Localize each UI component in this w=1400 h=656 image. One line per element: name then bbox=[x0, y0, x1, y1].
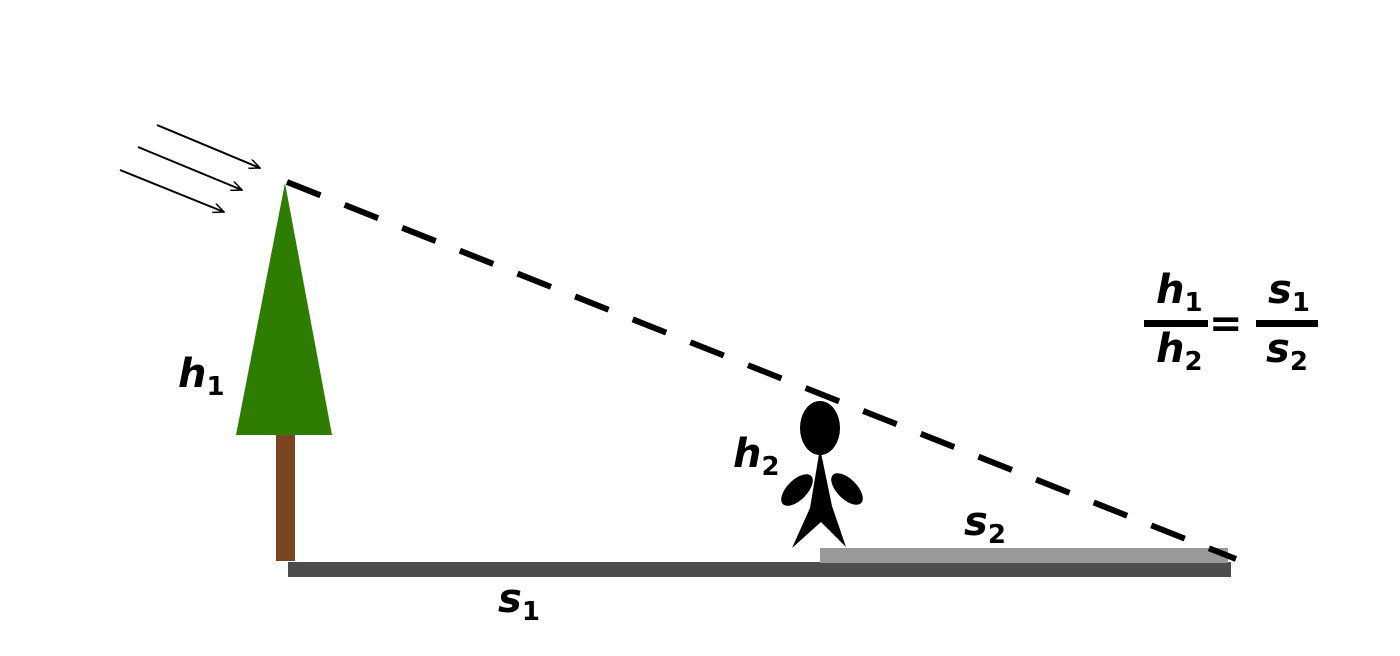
label-s2: s2 bbox=[964, 499, 1006, 550]
label-h2: h2 bbox=[733, 431, 780, 482]
label-h2-sub: 2 bbox=[761, 452, 779, 482]
label-h1-base: h bbox=[178, 351, 206, 397]
sun-rays bbox=[119, 124, 260, 212]
equation-left-numerator: h1 bbox=[1156, 267, 1203, 318]
sunlight-line bbox=[285, 179, 1238, 562]
equation-left-fraction-bar bbox=[1144, 320, 1208, 327]
eq-h2-sub: 2 bbox=[1184, 347, 1202, 377]
eq-h1-sub: 1 bbox=[1184, 288, 1202, 318]
tree bbox=[236, 183, 332, 561]
tree-foliage bbox=[236, 183, 332, 435]
person-shadow-s2 bbox=[820, 548, 1228, 563]
person bbox=[781, 401, 863, 548]
person-head bbox=[800, 401, 840, 455]
eq-h1-base: h bbox=[1156, 267, 1184, 313]
eq-s2-base: s bbox=[1266, 326, 1290, 372]
label-h2-base: h bbox=[733, 431, 761, 477]
eq-s2-sub: 2 bbox=[1290, 347, 1308, 377]
ground-line-s1 bbox=[288, 562, 1231, 577]
label-s1-base: s bbox=[498, 576, 522, 622]
equation-left-denominator: h2 bbox=[1156, 326, 1203, 377]
label-s1-sub: 1 bbox=[522, 597, 540, 627]
sun-ray-arrow bbox=[137, 146, 242, 190]
eq-s1-base: s bbox=[1268, 267, 1292, 313]
equation-right-numerator: s1 bbox=[1268, 267, 1310, 318]
label-s2-sub: 2 bbox=[988, 520, 1006, 550]
person-body bbox=[792, 448, 846, 548]
label-h1-sub: 1 bbox=[206, 372, 224, 402]
person-left-arm bbox=[781, 474, 813, 506]
equation-equals-sign: = bbox=[1209, 301, 1243, 347]
person-right-arm bbox=[831, 473, 863, 505]
equation-right-denominator: s2 bbox=[1266, 326, 1308, 377]
sun-ray-arrow bbox=[119, 169, 224, 212]
tree-trunk bbox=[276, 433, 295, 561]
eq-s1-sub: 1 bbox=[1292, 288, 1310, 318]
label-s1: s1 bbox=[498, 576, 540, 627]
sun-ray-arrow bbox=[156, 124, 260, 168]
label-s2-base: s bbox=[964, 499, 988, 545]
ratio-equation: h1 h2 = s1 s2 bbox=[1144, 267, 1318, 377]
equation-right-fraction-bar bbox=[1256, 320, 1318, 327]
eq-h2-base: h bbox=[1156, 326, 1184, 372]
label-h1: h1 bbox=[178, 351, 225, 402]
